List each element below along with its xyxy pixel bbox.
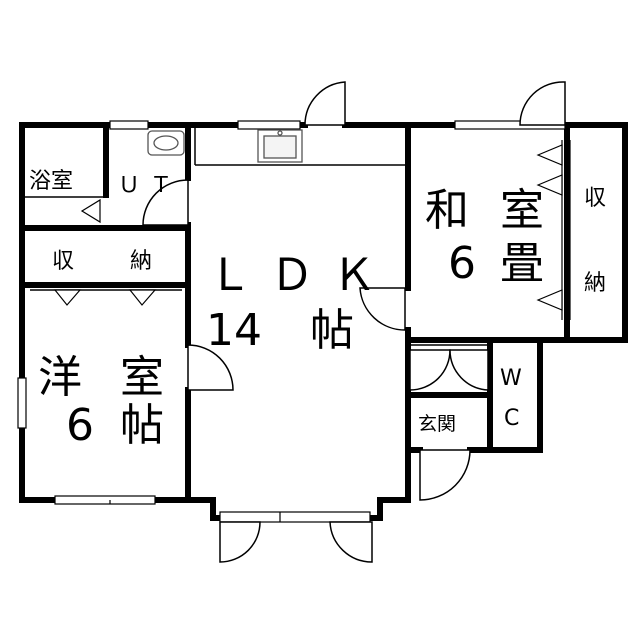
windows: [17, 120, 566, 523]
door-ldk-bottom-right: [329, 521, 373, 563]
door-ldk-bottom-left: [219, 521, 261, 563]
label-washitsu-b: 室: [500, 185, 544, 236]
label-youshitsu-unit: 帖: [120, 400, 164, 451]
label-washitsu-a: 和: [425, 185, 469, 236]
label-entrance: 玄関: [418, 413, 456, 435]
label-storage-east-b: 納: [584, 271, 606, 296]
label-storage-east-a: 収: [584, 186, 606, 211]
door-ut: [142, 179, 189, 226]
label-wc-a: W: [500, 366, 522, 391]
doors: [142, 81, 566, 563]
door-youshitsu: [187, 344, 234, 391]
label-bath: 浴室: [29, 169, 73, 194]
door-entrance: [419, 449, 471, 501]
door-ldk-top: [304, 81, 346, 126]
label-storage-west-b: 納: [130, 249, 152, 274]
door-closet-left: [409, 349, 451, 391]
label-washitsu-unit: 畳: [500, 238, 544, 289]
label-washitsu-size: 6: [448, 238, 476, 289]
label-ut: ＵＴ: [118, 173, 182, 198]
door-washitsu-top: [519, 81, 566, 126]
label-youshitsu-size: 6: [66, 400, 94, 451]
bath-door-triangle: [80, 198, 101, 224]
closet-marks: [53, 140, 571, 320]
label-wc-b: C: [504, 406, 519, 431]
label-youshitsu-b: 室: [120, 352, 164, 403]
label-ldk-size: 14: [206, 305, 262, 356]
label-ldk-name: ＬＤＫ: [208, 250, 394, 301]
door-closet-right: [449, 349, 489, 391]
walls: [19, 122, 628, 521]
label-ldk-unit: 帖: [310, 305, 354, 356]
label-storage-west-a: 収: [52, 249, 74, 274]
room-labels: 浴室 ＵＴ 収 納 ＬＤＫ 14 帖 和 室 6 畳 収 納 洋 室 6 帖 W…: [29, 169, 606, 451]
fixtures: [147, 129, 303, 163]
label-youshitsu-a: 洋: [38, 352, 82, 403]
